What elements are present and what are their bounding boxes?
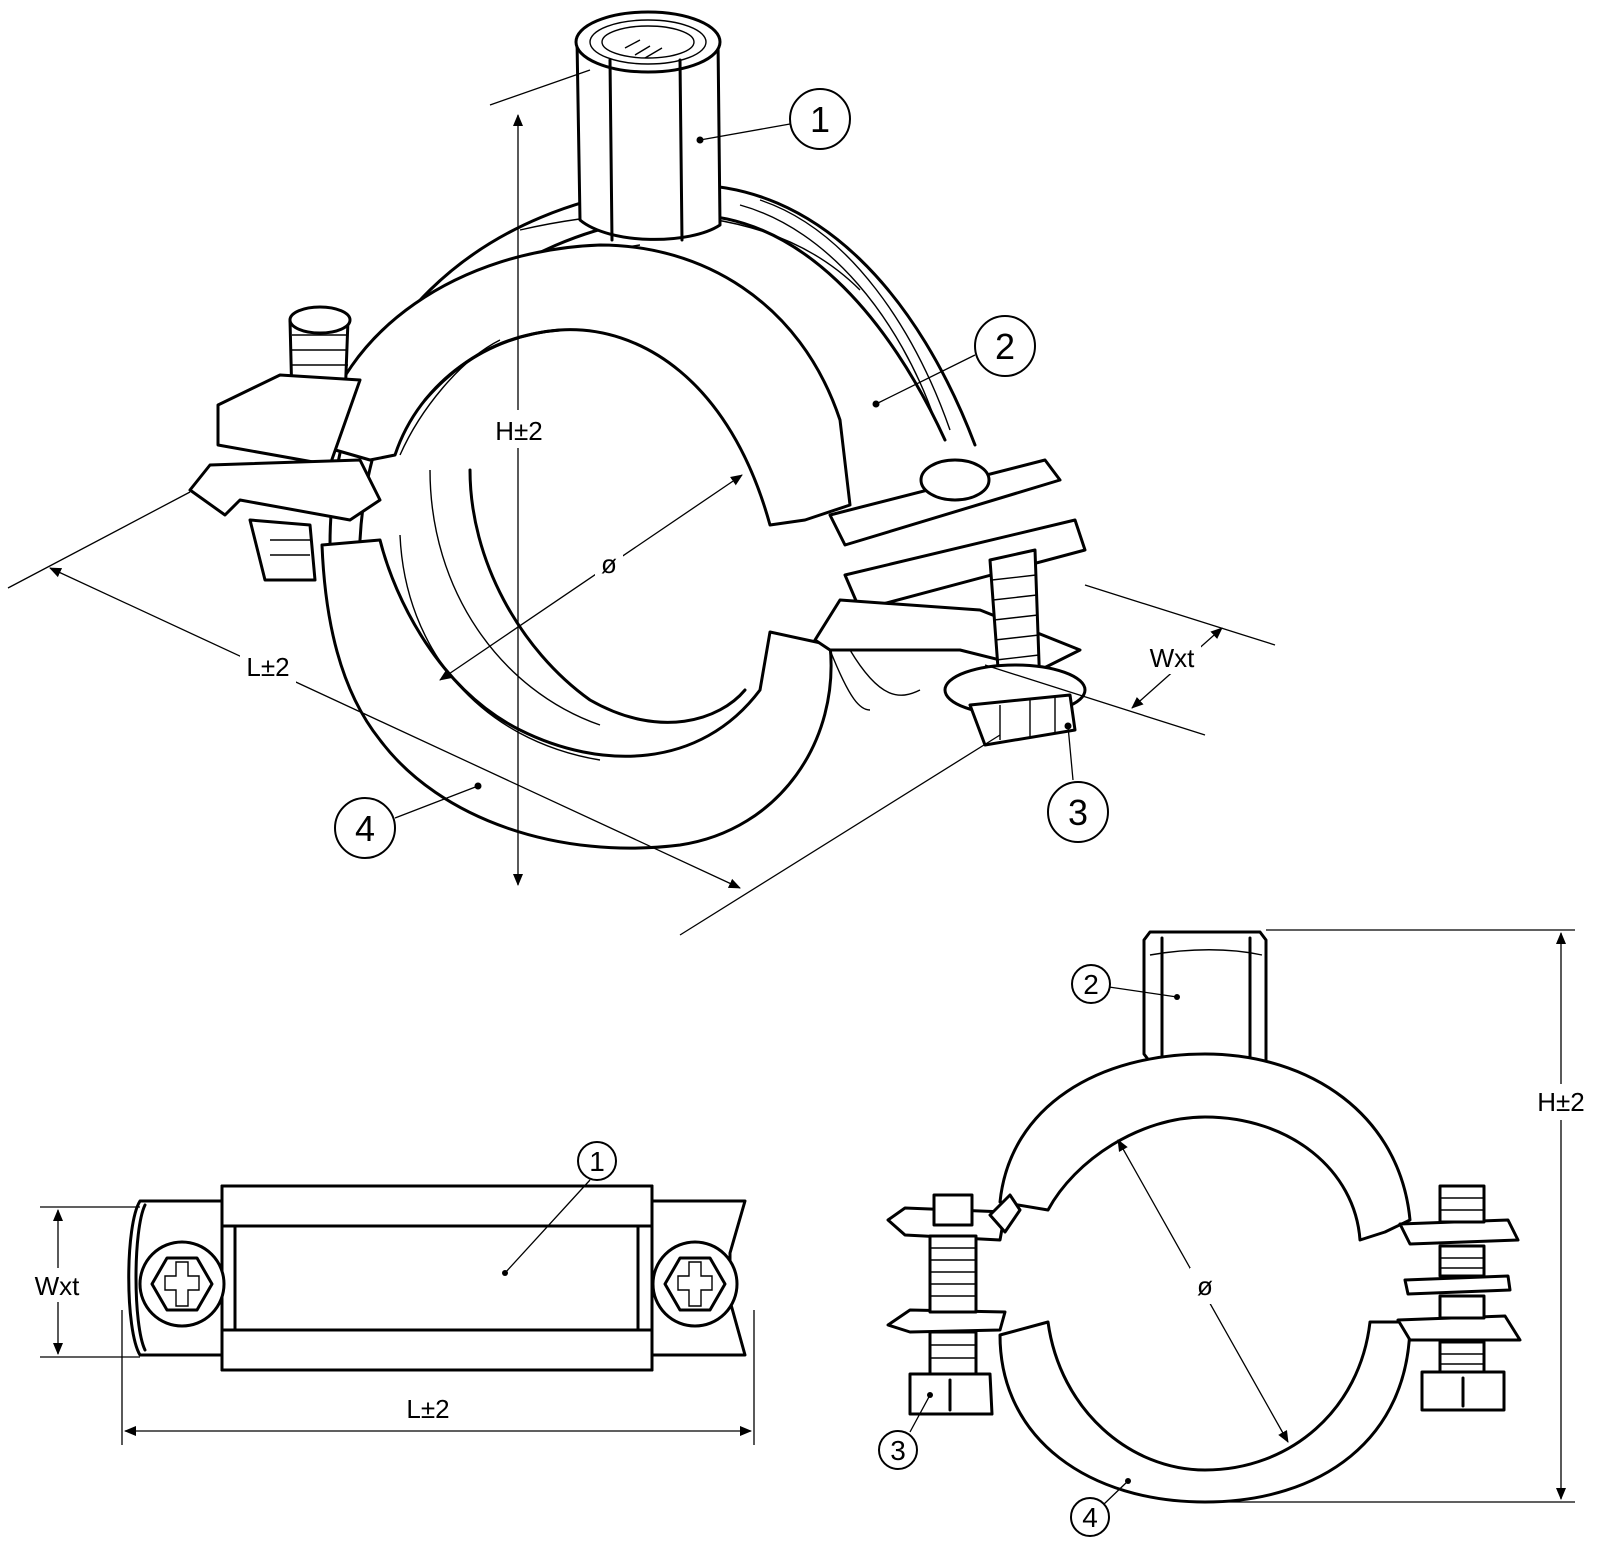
iso-callout-3-number: 3 [1068,792,1088,833]
iso-callout-4: 4 [334,782,482,859]
front-diameter-label: ø [1197,1271,1213,1301]
front-callout-4: 4 [1070,1478,1131,1537]
front-callout-3-number: 3 [890,1435,906,1466]
top-length-dimension: L±2 [121,1310,755,1445]
iso-callout-1: 1 [696,88,851,150]
iso-callout-4-number: 4 [355,808,375,849]
top-callout-1: 1 [502,1141,617,1276]
top-width-dimension: Wxt [26,1206,140,1358]
front-callout-2: 2 [1071,964,1180,1004]
iso-length-label: L±2 [246,652,289,682]
top-width-label: Wxt [35,1271,81,1301]
front-hex-nut [1142,930,1268,1064]
iso-callout-3: 3 [1047,722,1109,843]
top-length-label: L±2 [406,1394,449,1424]
iso-diameter-dimension: ø [439,474,743,681]
front-right-screw-assembly [1396,1184,1522,1412]
isometric-view: H±2 ø L±2 Wxt 1 [7,10,1276,936]
iso-hex-nut [574,10,722,242]
iso-diameter-label: ø [601,549,617,579]
front-callout-2-number: 2 [1083,969,1099,1000]
front-callout-4-number: 4 [1082,1502,1098,1533]
iso-length-dimension: L±2 [7,491,1001,936]
front-height-label: H±2 [1537,1087,1585,1117]
iso-callout-1-number: 1 [810,99,830,140]
iso-width-dimension: Wxt [984,584,1276,736]
top-left-screw-head [138,1240,226,1328]
front-view: ø H±2 2 3 4 [878,929,1596,1537]
iso-callout-2-number: 2 [995,326,1015,367]
iso-width-label: Wxt [1150,643,1196,673]
iso-callout-2: 2 [872,315,1036,408]
top-view: Wxt L±2 1 [26,1141,755,1445]
front-diameter-dimension: ø [1117,1139,1289,1443]
front-height-dimension: H±2 [1205,929,1596,1503]
iso-left-screw-assembly [188,305,382,582]
front-callout-3: 3 [878,1392,933,1470]
iso-right-screw-assembly [813,458,1087,747]
front-left-screw-assembly [886,1193,1022,1416]
iso-height-label: H±2 [495,416,543,446]
top-callout-1-number: 1 [589,1146,605,1177]
top-right-screw-head [651,1240,739,1328]
